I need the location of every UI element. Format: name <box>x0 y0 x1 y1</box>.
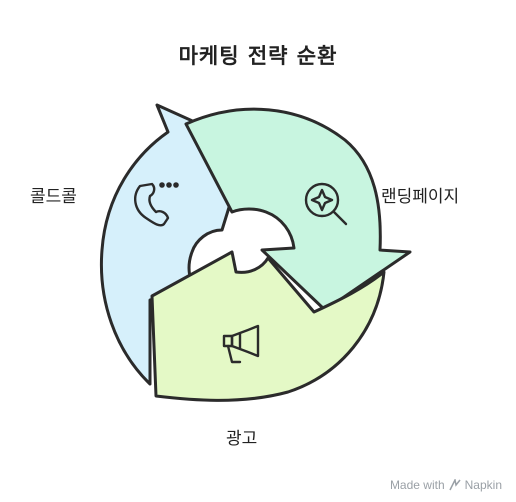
watermark-made-with: Made with <box>389 478 445 492</box>
diagram-title: 마케팅 전략 순환 <box>178 44 338 68</box>
segment-ad <box>150 250 386 402</box>
phone-call-icon <box>134 182 179 227</box>
napkin-logo-icon <box>448 479 461 491</box>
segment-label-ad: 광고 <box>226 429 258 449</box>
watermark: Made with Napkin <box>390 478 502 492</box>
search-sparkle-icon <box>304 182 348 226</box>
segment-label-landing-page: 랜딩페이지 <box>381 187 460 207</box>
segment-landing-page <box>184 107 412 312</box>
segment-label-cold-call: 콜드콜 <box>30 187 77 207</box>
watermark-brand: Napkin <box>464 478 502 492</box>
megaphone-icon <box>222 324 260 364</box>
